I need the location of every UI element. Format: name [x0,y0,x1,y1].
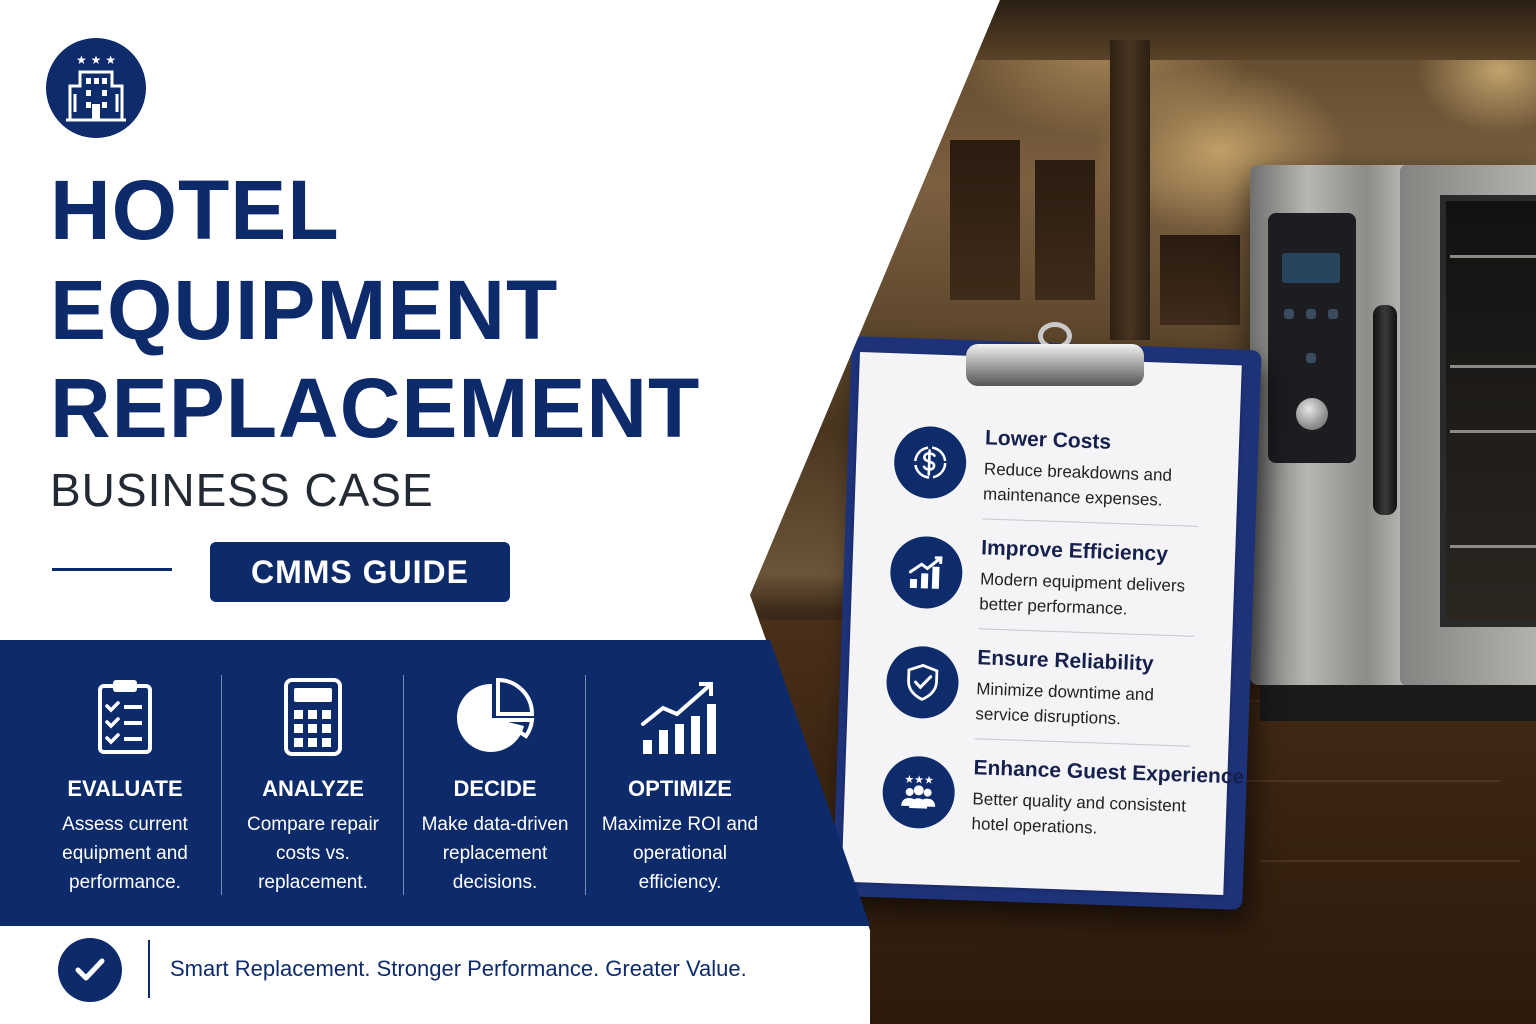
step-description: Assess current equipment and performance… [62,814,188,893]
step-evaluate: EVALUATE Assess current equipment and pe… [40,640,210,926]
benefit-title: Improve Efficiency [980,536,1169,566]
benefit-lower-costs: Lower Costs Reduce breakdowns and mainte… [878,415,1221,527]
benefit-title: Lower Costs [984,426,1112,454]
clip-bar [966,344,1144,386]
clipboard-paper: Lower Costs Reduce breakdowns and mainte… [841,352,1245,896]
clipboard-checklist-icon [98,680,152,754]
step-analyze: ANALYZE Compare repair costs vs. replace… [228,640,398,926]
cmms-guide-badge: CMMS GUIDE [210,542,510,602]
oven-button [1306,309,1316,319]
oven-button [1306,353,1316,363]
accent-rule [52,568,172,571]
footer-tagline: Smart Replacement. Stronger Performance.… [170,956,747,981]
benefit-description: Better quality and consistent hotel oper… [971,789,1187,838]
benefit-divider [982,518,1199,527]
benefit-improve-efficiency: Improve Efficiency Modern equipment deli… [874,525,1217,637]
step-divider [403,675,404,895]
benefit-title: Ensure Reliability [976,646,1154,676]
oven-button [1328,309,1338,319]
benefit-divider [974,738,1191,747]
oven-rack [1450,430,1536,433]
subtitle: BUSINESS CASE [50,464,434,516]
bar-chart-arrow-icon [889,535,964,610]
step-description: Make data-driven replacement decisions. [421,814,569,893]
benefit-description: Reduce breakdowns and maintenance expens… [982,459,1173,510]
dollar-cycle-icon [892,425,968,500]
oven-base [1260,685,1536,721]
step-decide: DECIDE Make data-driven replacement deci… [410,640,580,926]
shield-check-icon [885,645,960,720]
svg-text:★ ★ ★: ★ ★ ★ [76,53,116,67]
oven-button [1284,309,1294,319]
wood-grain [1260,860,1520,862]
oven-rack [1450,545,1536,548]
benefit-title: Enhance Guest Experience [973,756,1245,789]
guests-stars-icon: ★★★ [881,755,956,830]
step-title: OPTIMIZE [628,776,732,801]
step-description: Maximize ROI and operational efficiency. [601,814,759,893]
lobby-doorway [1160,235,1240,325]
svg-text:★★★: ★★★ [904,773,934,787]
benefit-ensure-reliability: Ensure Reliability Minimize downtime and… [871,635,1214,747]
clipboard-clip [966,322,1144,388]
oven-display [1282,253,1340,283]
title-line-1: HOTEL [50,163,340,257]
ceiling [900,0,1536,60]
footer-divider [148,940,150,998]
lobby-doorway [950,140,1020,300]
oven-rack [1450,365,1536,368]
benefit-description: Modern equipment delivers better perform… [978,569,1186,619]
step-optimize: OPTIMIZE Maximize ROI and operational ef… [595,640,765,926]
oven-knob [1296,398,1328,430]
lobby-pillar [1110,40,1150,340]
check-circle-icon [58,938,122,1002]
benefit-enhance-guest-experience: ★★★ Enhance Guest Experience Better qual… [867,745,1245,857]
commercial-oven [1250,165,1536,725]
calculator-icon [284,678,342,756]
step-title: EVALUATE [67,776,183,801]
pie-chart-icon [456,677,535,752]
step-title: ANALYZE [262,776,364,801]
hotel-building-stars-icon: ★ ★ ★ [46,38,146,138]
lobby-doorway [1035,160,1095,300]
oven-window [1440,195,1536,627]
benefit-divider [978,628,1195,637]
oven-control-panel [1268,213,1356,463]
step-description: Compare repair costs vs. replacement. [247,814,379,893]
title-line-3: REPLACEMENT [50,361,701,455]
oven-handle [1373,305,1397,515]
oven-rack [1450,255,1536,258]
step-title: DECIDE [453,776,537,801]
step-divider [221,675,222,895]
step-divider [585,675,586,895]
title-line-2: EQUIPMENT [50,263,559,357]
benefit-description: Minimize downtime and service disruption… [975,679,1155,729]
growth-chart-icon [641,682,716,754]
